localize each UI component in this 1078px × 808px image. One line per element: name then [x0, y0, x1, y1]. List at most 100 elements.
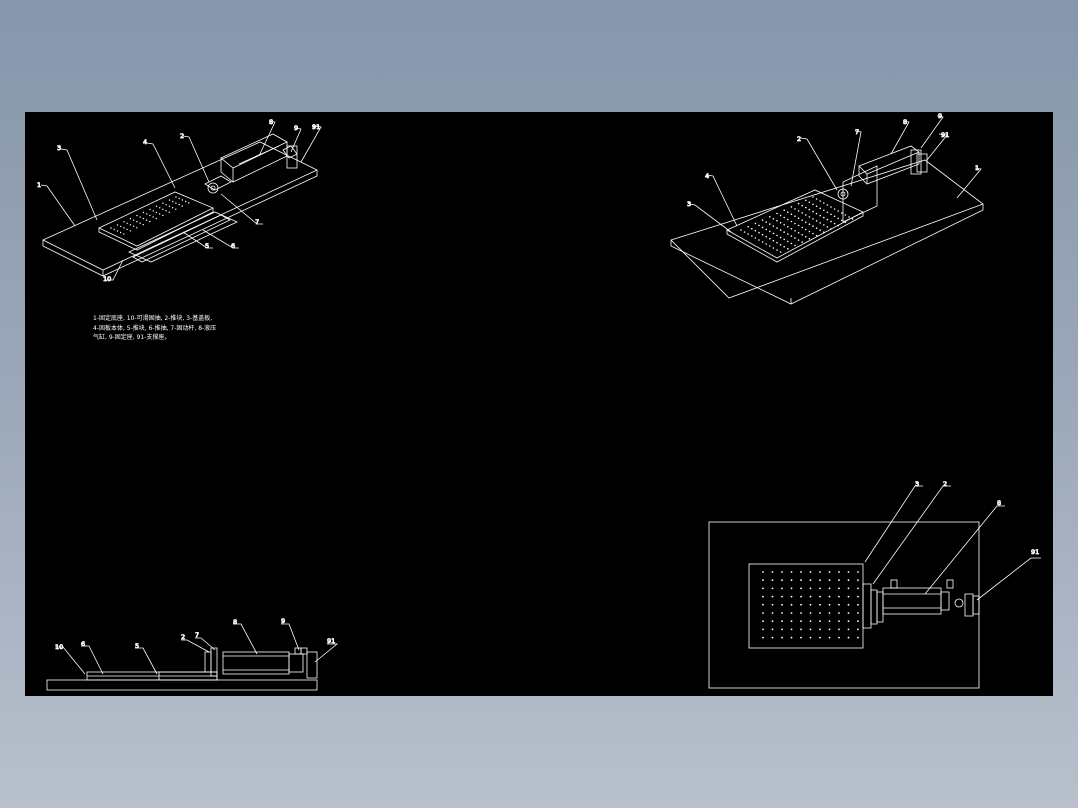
svg-text:8: 8 [903, 118, 907, 126]
drill-hole [838, 612, 840, 614]
drill-hole [771, 612, 774, 614]
drill-hole [178, 203, 180, 206]
drill-hole [797, 202, 800, 205]
drill-hole [787, 218, 789, 221]
drill-hole [783, 245, 785, 248]
drill-hole [809, 628, 812, 631]
drill-hole [823, 202, 825, 204]
svg-text:7: 7 [855, 128, 859, 136]
drill-hole [833, 208, 836, 210]
drill-hole [758, 231, 760, 234]
svg-text:9: 9 [938, 112, 942, 120]
drill-hole [165, 210, 167, 212]
svg-text:7: 7 [255, 218, 259, 226]
drill-hole [769, 230, 771, 233]
drill-hole [794, 215, 796, 217]
drill-hole [833, 215, 836, 218]
drill-hole [761, 241, 764, 243]
drill-hole [772, 225, 775, 227]
drill-hole [794, 244, 796, 247]
drill-hole [175, 196, 177, 198]
drill-hole [136, 214, 138, 217]
drill-hole [819, 214, 821, 217]
svg-text:8: 8 [997, 499, 1001, 507]
drill-hole [116, 224, 119, 226]
drill-hole [790, 235, 793, 237]
drill-hole [808, 230, 811, 233]
drill-hole [762, 628, 764, 631]
drill-hole [838, 571, 840, 573]
drill-hole [826, 226, 829, 228]
drill-hole [781, 587, 783, 590]
drill-hole [149, 214, 151, 217]
drill-hole [762, 612, 764, 614]
drill-hole [828, 603, 831, 606]
drill-hole [184, 200, 187, 203]
drill-hole [120, 225, 122, 228]
drill-hole [847, 628, 850, 631]
drill-hole [847, 636, 850, 639]
drill-hole [769, 237, 771, 240]
drill-hole [828, 612, 831, 614]
drill-hole [809, 571, 812, 573]
drill-hole [800, 587, 802, 590]
drill-hole [765, 228, 767, 231]
drill-hole [847, 612, 850, 614]
drill-hole [790, 213, 793, 215]
drill-hole [812, 196, 814, 198]
drill-hole [152, 216, 154, 218]
drill-hole [819, 612, 821, 614]
drill-hole [828, 636, 831, 639]
drill-hole [828, 579, 831, 582]
drill-hole [162, 202, 164, 204]
drill-hole [812, 203, 814, 206]
drill-hole [857, 603, 859, 606]
drill-hole [123, 221, 125, 223]
drill-hole [838, 603, 840, 606]
drill-hole [805, 199, 807, 202]
drill-hole [116, 230, 119, 232]
front-view [46, 647, 318, 691]
drill-hole [779, 251, 782, 253]
drill-hole [771, 579, 774, 582]
drill-hole [762, 595, 764, 598]
drill-hole [797, 217, 800, 219]
drill-hole [800, 620, 802, 623]
drill-hole [762, 636, 764, 639]
drill-hole [146, 213, 148, 215]
drill-hole [801, 241, 803, 243]
drill-hole [837, 210, 839, 212]
svg-text:3: 3 [57, 144, 61, 152]
drill-hole [171, 207, 174, 209]
svg-text:2: 2 [180, 132, 184, 140]
drill-hole [781, 595, 783, 598]
top-view [708, 521, 980, 689]
drill-hole [162, 214, 164, 217]
drill-hole [794, 222, 796, 225]
drill-hole [819, 579, 821, 582]
drill-hole [828, 595, 831, 598]
drill-hole [758, 224, 760, 227]
drill-hole [837, 224, 839, 227]
svg-text:91: 91 [327, 637, 335, 645]
drill-hole [800, 595, 802, 598]
drill-hole [790, 620, 793, 623]
svg-text:3: 3 [915, 480, 919, 488]
drill-hole [769, 245, 771, 247]
drill-hole [790, 603, 793, 606]
drill-hole [783, 209, 785, 211]
drill-hole [805, 236, 807, 238]
drill-hole [801, 212, 803, 214]
drill-hole [181, 205, 183, 207]
drill-hole [776, 241, 778, 244]
drill-hole [781, 628, 783, 631]
drill-hole [765, 235, 767, 238]
drill-hole [812, 232, 814, 235]
drill-hole [776, 249, 778, 251]
drill-hole [830, 206, 832, 208]
drill-hole [113, 228, 115, 231]
drill-hole [790, 242, 793, 245]
drill-hole [779, 243, 782, 246]
drill-hole [823, 209, 825, 212]
parts-legend: 1-固定底座, 10-可滑固抽, 2-推块, 3-基盖板, 4-固板本体, 5-… [93, 315, 217, 341]
